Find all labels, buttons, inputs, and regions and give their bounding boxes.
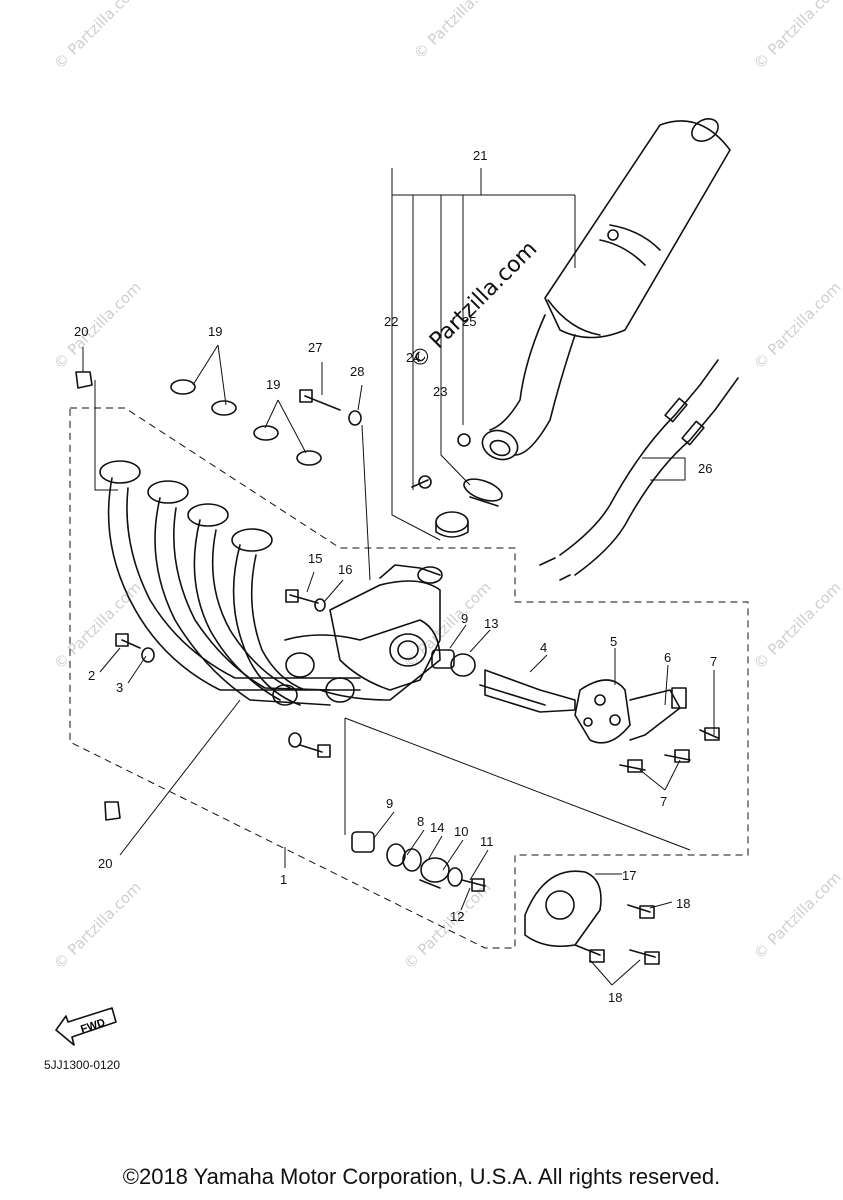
callout-label: 3 — [116, 680, 123, 695]
watermark: © Partzilla.com — [400, 878, 495, 973]
callout-label: 24 — [406, 350, 420, 365]
callout-label: 19 — [208, 324, 222, 339]
center-watermark: © Partzilla.com — [405, 237, 543, 375]
callout-label: 22 — [384, 314, 398, 329]
assembly-boundary-dashed — [69, 407, 749, 949]
watermark: © Partzilla.com — [750, 0, 843, 73]
watermark: © Partzilla.com — [50, 578, 145, 673]
callout-labels: 20 19 19 27 28 21 22 24 25 23 26 15 16 9… — [74, 148, 717, 1005]
callout-label: 13 — [484, 616, 498, 631]
callout-label: 23 — [433, 384, 447, 399]
bolts-and-washers — [115, 389, 362, 758]
muffler-clamp-parts — [411, 433, 503, 538]
watermark: © Partzilla.com — [50, 278, 145, 373]
watermark: © Partzilla.com — [750, 278, 843, 373]
leader-lines — [82, 168, 715, 986]
callout-label: 6 — [664, 650, 671, 665]
callout-label: 16 — [338, 562, 352, 577]
exhaust-cables — [539, 359, 739, 581]
callout-label: 18 — [676, 896, 690, 911]
watermark: © Partzilla.com — [750, 578, 843, 673]
callout-label: 18 — [608, 990, 622, 1005]
pulley-assembly — [351, 831, 486, 892]
valve-shaft-group — [431, 649, 720, 773]
callout-label: 20 — [98, 856, 112, 871]
callout-label: 25 — [462, 314, 476, 329]
valve-housing — [329, 564, 443, 691]
callout-label: 19 — [266, 377, 280, 392]
muffler — [481, 118, 731, 461]
callout-label: 14 — [430, 820, 444, 835]
callout-label: 10 — [454, 824, 468, 839]
copyright-notice: ©2018 Yamaha Motor Corporation, U.S.A. A… — [122, 1164, 721, 1189]
callout-label: 7 — [710, 654, 717, 669]
callout-label: 15 — [308, 551, 322, 566]
exhaust-header-pipes — [99, 460, 441, 706]
callout-label: 7 — [660, 794, 667, 809]
callout-label: 21 — [473, 148, 487, 163]
callout-label: 2 — [88, 668, 95, 683]
callout-label: 27 — [308, 340, 322, 355]
fwd-label: FWD — [79, 1017, 107, 1036]
callout-label: 11 — [480, 834, 494, 849]
callout-label: 9 — [461, 611, 468, 626]
gaskets — [170, 379, 322, 466]
diagram-reference-code: 5JJ1300-0120 — [44, 1058, 121, 1072]
watermark: © Partzilla.com — [400, 578, 495, 673]
watermark: © Partzilla.com — [50, 878, 145, 973]
watermark: © Partzilla.com — [750, 868, 843, 963]
callout-label: 4 — [540, 640, 547, 655]
callout-label: 28 — [350, 364, 364, 379]
callout-label: 20 — [74, 324, 88, 339]
watermark: © Partzilla.com — [50, 0, 145, 73]
watermark-group: © Partzilla.com © Partzilla.com © Partzi… — [50, 0, 843, 973]
callout-label: 5 — [610, 634, 617, 649]
watermark: © Partzilla.com — [410, 0, 505, 63]
nuts — [75, 371, 121, 821]
callout-label: 26 — [698, 461, 712, 476]
callout-label: 8 — [417, 814, 424, 829]
pulley-cover — [524, 870, 660, 965]
fwd-arrow-icon: FWD — [55, 1007, 117, 1046]
callout-label: 12 — [450, 909, 464, 924]
callout-label: 1 — [280, 872, 287, 887]
callout-label: 17 — [622, 868, 636, 883]
callout-label: 9 — [386, 796, 393, 811]
